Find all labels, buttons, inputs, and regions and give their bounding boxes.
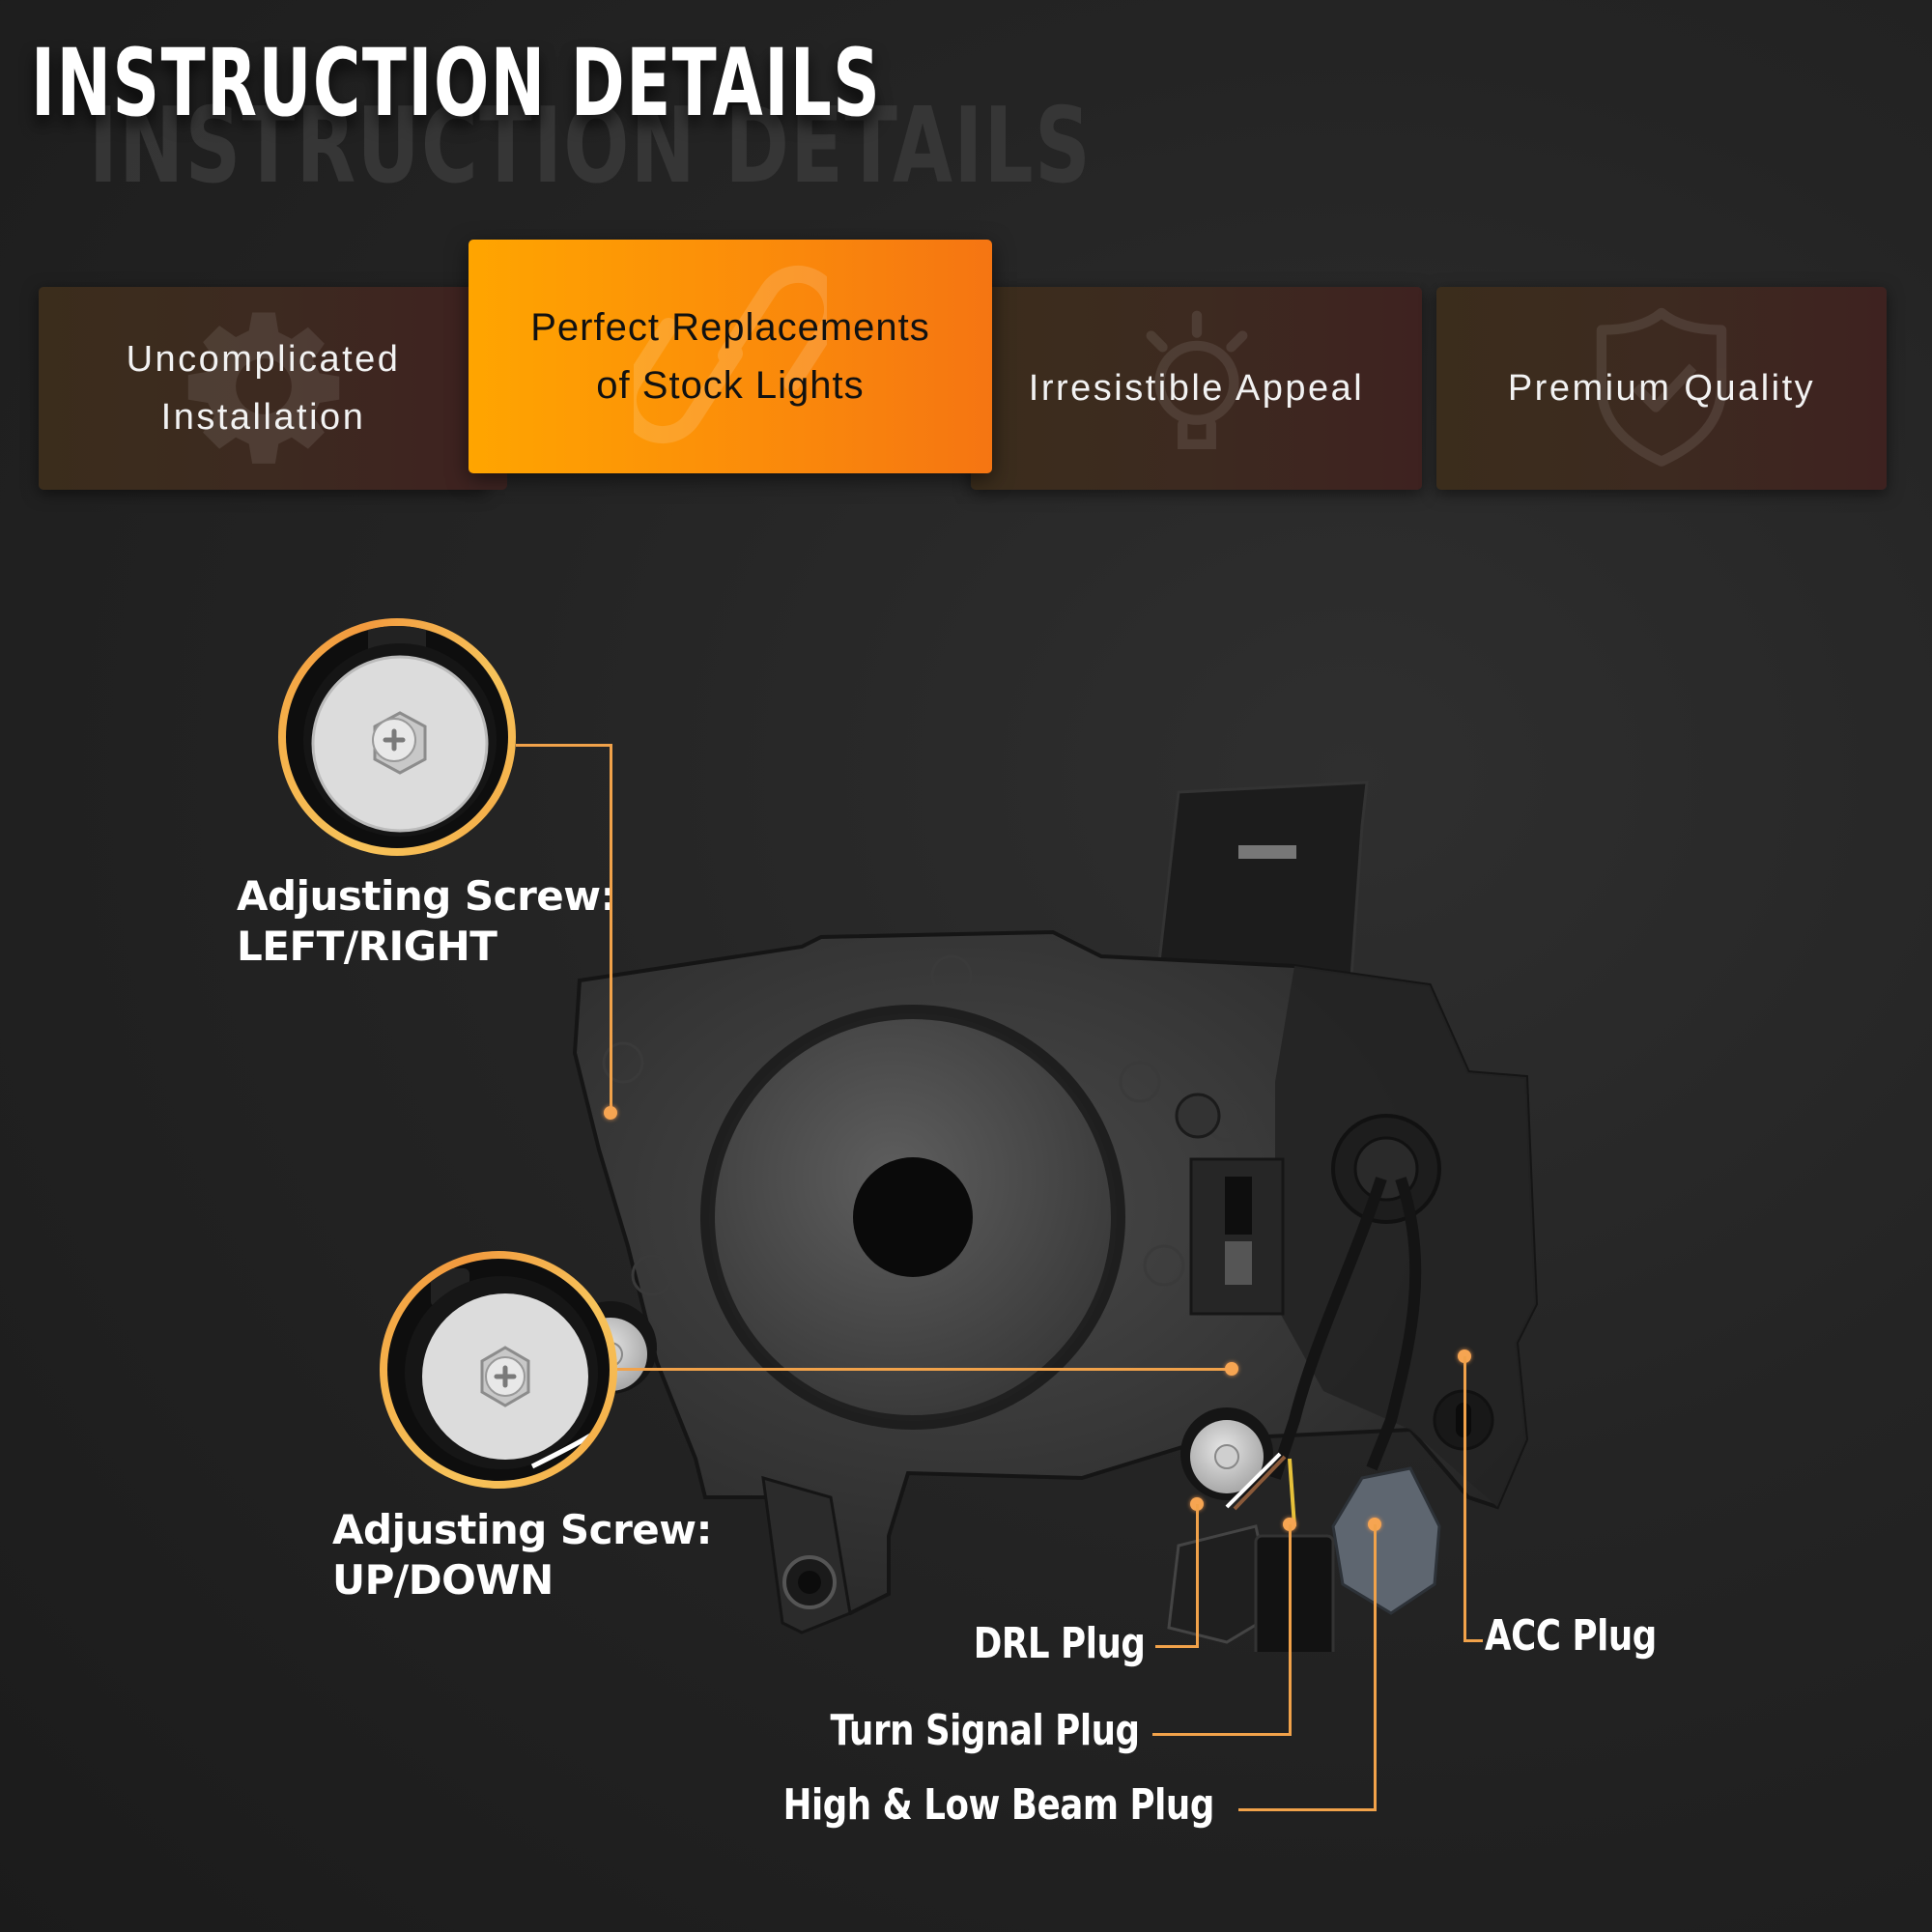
leader-line-turn-signal-v xyxy=(1289,1524,1292,1735)
callout-label-up-down: Adjusting Screw: UP/DOWN xyxy=(332,1506,712,1604)
leader-line-up-down-h xyxy=(617,1368,1232,1371)
callout-label-left-right: Adjusting Screw: LEFT/RIGHT xyxy=(237,872,616,970)
leader-line-high-low-v xyxy=(1374,1524,1377,1810)
leader-line-acc-v xyxy=(1463,1356,1466,1642)
page-title: INSTRUCTION DETAILS xyxy=(31,29,882,137)
gear-icon xyxy=(182,304,346,472)
feature-card-label: Irresistible Appeal xyxy=(1028,368,1365,409)
feature-card-installation: Uncomplicated Installation xyxy=(39,287,488,490)
label-high-low-beam-plug: High & Low Beam Plug xyxy=(782,1780,1215,1830)
label-acc-plug: ACC Plug xyxy=(1485,1611,1657,1661)
label-turn-signal-plug: Turn Signal Plug xyxy=(830,1706,1140,1755)
feature-card-replacement: Perfect Replacements of Stock Lights xyxy=(469,240,992,473)
leader-line-left-right-v xyxy=(610,744,612,1113)
marker-dot-left-right-screw xyxy=(604,1106,617,1120)
callout-zoom-screw-up-down xyxy=(387,1259,610,1481)
callout-zoom-screw-left-right xyxy=(286,626,508,848)
feature-card-quality: Premium Quality xyxy=(1436,287,1887,490)
leader-line-acc-h xyxy=(1463,1639,1483,1642)
title-shadow-text: INSTRUCTION DETAILS xyxy=(89,86,1093,207)
feature-card-label: Uncomplicated Installation xyxy=(126,339,401,438)
shield-check-icon xyxy=(1589,304,1734,472)
feature-card-label: Premium Quality xyxy=(1507,368,1816,409)
leader-line-turn-signal-h xyxy=(1152,1733,1292,1736)
feature-card-label: Perfect Replacements of Stock Lights xyxy=(530,306,930,407)
lightbulb-icon xyxy=(1124,304,1269,472)
leader-line-left-right-h xyxy=(516,744,612,747)
leader-line-high-low-h xyxy=(1238,1808,1377,1811)
feature-card-appeal: Irresistible Appeal xyxy=(971,287,1422,490)
leader-line-drl-h xyxy=(1155,1645,1199,1648)
headlight-assembly-image xyxy=(564,781,1539,1652)
leader-line-drl-v xyxy=(1196,1504,1199,1647)
label-drl-plug: DRL Plug xyxy=(973,1619,1145,1668)
marker-dot-up-down-screw xyxy=(1225,1362,1238,1376)
